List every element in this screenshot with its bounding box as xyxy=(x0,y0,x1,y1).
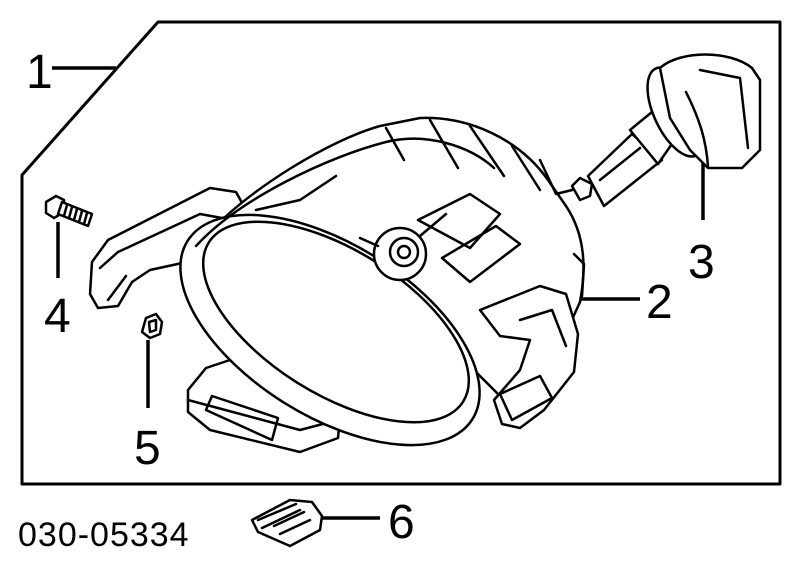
clip-part xyxy=(140,312,164,340)
bolt-part xyxy=(44,194,94,228)
callout-4: 4 xyxy=(44,290,71,343)
bulb-part xyxy=(570,53,762,208)
callout-6: 6 xyxy=(388,496,415,549)
callout-5: 5 xyxy=(134,422,161,475)
connector-part xyxy=(250,498,324,548)
callout-3: 3 xyxy=(688,236,715,289)
callout-1: 1 xyxy=(26,46,53,99)
fog-lamp-housing xyxy=(88,116,586,454)
callout-2: 2 xyxy=(646,276,673,329)
part-number: 030-05334 xyxy=(18,516,190,554)
assembly-frame xyxy=(20,20,782,486)
